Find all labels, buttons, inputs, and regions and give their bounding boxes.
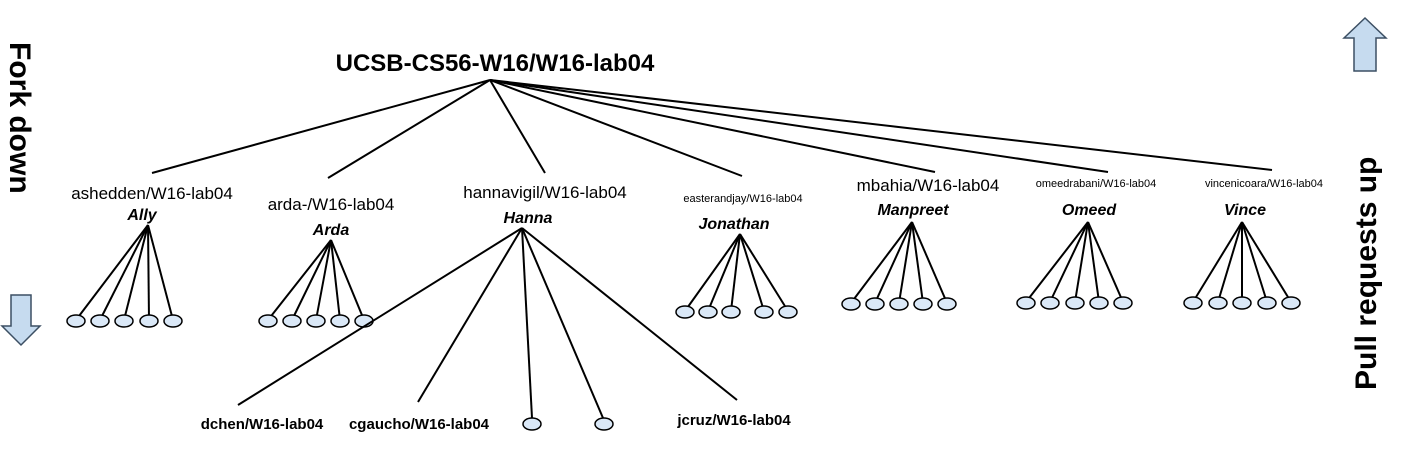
clone-node bbox=[1281, 296, 1301, 310]
clone-node bbox=[1208, 296, 1228, 310]
clone-node bbox=[721, 305, 741, 319]
vince-fan bbox=[1183, 221, 1301, 310]
root-edges bbox=[151, 79, 1273, 179]
clone-node bbox=[754, 305, 774, 319]
fork-person-label: Ally bbox=[126, 207, 157, 224]
fork-person-label: Arda bbox=[312, 222, 350, 239]
clone-node bbox=[698, 305, 718, 319]
clone-node bbox=[354, 314, 374, 328]
ally-fan bbox=[66, 224, 183, 328]
clone-node bbox=[1113, 296, 1133, 310]
clone-node bbox=[594, 417, 614, 431]
clone-node bbox=[1065, 296, 1085, 310]
fork-repo-label: ashedden/W16-lab04 bbox=[71, 184, 233, 203]
clone-node bbox=[1016, 296, 1036, 310]
fork-repo-label: omeedrabani/W16-lab04 bbox=[1036, 178, 1156, 190]
clone-node bbox=[1183, 296, 1203, 310]
clone-node bbox=[1257, 296, 1277, 310]
clone-node bbox=[258, 314, 278, 328]
fork-repo-label: vincenicoara/W16-lab04 bbox=[1205, 178, 1323, 190]
hanna-fork-label: dchen/W16-lab04 bbox=[201, 416, 324, 433]
clone-node bbox=[522, 417, 542, 431]
clone-node bbox=[889, 297, 909, 311]
clone-node bbox=[778, 305, 798, 319]
clone-node bbox=[114, 314, 134, 328]
fork-person-label: Jonathan bbox=[698, 216, 769, 233]
clone-node bbox=[90, 314, 110, 328]
fork-repo-label: arda-/W16-lab04 bbox=[268, 195, 395, 214]
fork-person-label: Omeed bbox=[1062, 202, 1117, 219]
clone-node bbox=[330, 314, 350, 328]
fork-person-label: Manpreet bbox=[877, 202, 949, 219]
fork-repo-label: hannavigil/W16-lab04 bbox=[463, 183, 627, 202]
jonathan-fan bbox=[675, 233, 798, 319]
fork-repo-label: mbahia/W16-lab04 bbox=[857, 176, 1000, 195]
manpreet-fan bbox=[841, 221, 957, 311]
clone-node bbox=[282, 314, 302, 328]
clone-node bbox=[1089, 296, 1109, 310]
clone-node bbox=[937, 297, 957, 311]
fork-repo-label: easterandjay/W16-lab04 bbox=[683, 193, 802, 205]
clone-node bbox=[139, 314, 159, 328]
root-repo-label: UCSB-CS56-W16/W16-lab04 bbox=[336, 50, 655, 77]
fork-person-label: Vince bbox=[1224, 202, 1266, 219]
clone-node bbox=[841, 297, 861, 311]
hanna-fork-label: cgaucho/W16-lab04 bbox=[349, 416, 490, 433]
down-arrow-icon bbox=[0, 294, 42, 347]
clone-node bbox=[163, 314, 183, 328]
clone-node bbox=[1040, 296, 1060, 310]
clone-node bbox=[865, 297, 885, 311]
hanna-fork-label: jcruz/W16-lab04 bbox=[676, 412, 791, 429]
pull-requests-up-label: Pull requests up bbox=[1350, 157, 1383, 390]
clone-node bbox=[66, 314, 86, 328]
clone-node bbox=[675, 305, 695, 319]
clone-node bbox=[913, 297, 933, 311]
fork-down-label: Fork down bbox=[3, 42, 36, 194]
clone-node bbox=[306, 314, 326, 328]
fork-person-label: Hanna bbox=[504, 210, 553, 227]
omeed-fan bbox=[1016, 221, 1133, 310]
clone-node bbox=[1232, 296, 1252, 310]
arda-fan bbox=[258, 239, 374, 328]
up-arrow-icon bbox=[1342, 16, 1388, 72]
hanna-fan bbox=[237, 227, 738, 431]
